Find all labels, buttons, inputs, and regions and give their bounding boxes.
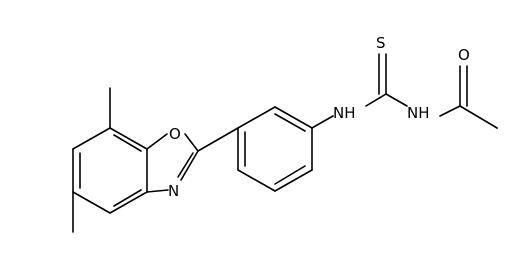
bond (180, 150, 199, 181)
double-bond-inner (113, 189, 142, 207)
benzoxazole-n-label: N (168, 182, 179, 200)
bond-cs-to-nh (385, 93, 408, 107)
bond-nh-to-co (439, 105, 461, 117)
benzene-ring-central (237, 106, 313, 192)
bond (184, 133, 199, 152)
bond (146, 189, 169, 193)
bond (237, 106, 276, 129)
bond (72, 191, 111, 214)
benzene-ring-fused (72, 127, 148, 214)
double-bond-inner (274, 165, 306, 185)
benzoxazole-o-label: O (169, 125, 181, 143)
bond-phenyl-to-nh (311, 115, 334, 129)
bond (72, 127, 111, 150)
bond (237, 169, 276, 192)
bond (109, 127, 148, 150)
double-bond-inner (274, 113, 306, 132)
bond-co-to-ring (459, 105, 498, 129)
amide-nh-label: NH (407, 104, 430, 122)
bond (274, 169, 313, 192)
double-bond-inner (177, 152, 194, 178)
carbonyl-o-label: O (458, 46, 470, 64)
bond (109, 191, 148, 214)
thio-s-label: S (376, 34, 386, 52)
bond (274, 106, 313, 129)
oxazole-ring (146, 133, 199, 193)
bond-oxazole-to-phenyl (197, 127, 239, 152)
amine-nh-label: NH (333, 104, 356, 122)
double-bond-inner (113, 134, 142, 152)
bond (146, 133, 168, 150)
bond-nh-to-cs (365, 93, 387, 107)
